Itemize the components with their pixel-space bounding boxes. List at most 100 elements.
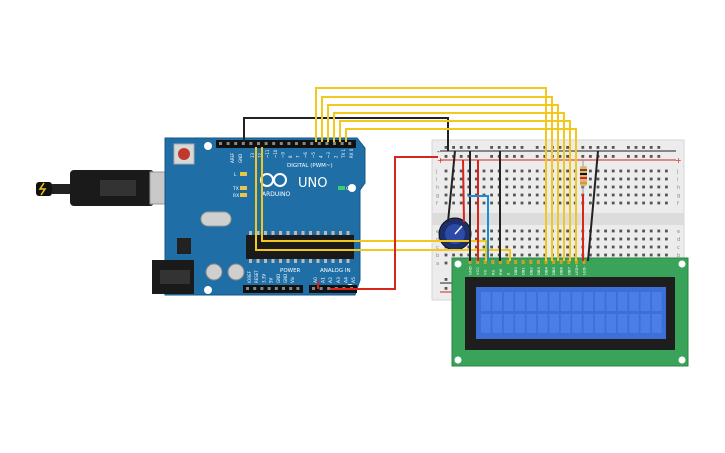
breadboard-hole[interactable] xyxy=(520,177,524,181)
breadboard-hole[interactable] xyxy=(619,237,623,241)
breadboard-hole[interactable] xyxy=(444,253,448,257)
rail-hole[interactable] xyxy=(505,155,509,158)
rail-hole[interactable] xyxy=(566,146,569,149)
breadboard-hole[interactable] xyxy=(619,201,623,205)
breadboard-hole[interactable] xyxy=(459,185,463,189)
header-pin[interactable] xyxy=(246,287,249,290)
breadboard-hole[interactable] xyxy=(535,253,539,257)
breadboard-hole[interactable] xyxy=(505,229,509,233)
potentiometer[interactable] xyxy=(438,217,472,251)
lcd-pin[interactable] xyxy=(498,260,502,264)
rail-hole[interactable] xyxy=(604,146,607,149)
arduino-uno-board[interactable]: ARDUINO UNO DIGITAL (PWM~) POWER ANALOG … xyxy=(152,137,366,296)
breadboard-hole[interactable] xyxy=(535,185,539,189)
rail-hole[interactable] xyxy=(497,146,501,149)
breadboard-hole[interactable] xyxy=(558,229,562,233)
breadboard-hole[interactable] xyxy=(528,193,531,197)
rail-hole[interactable] xyxy=(444,146,448,149)
breadboard-hole[interactable] xyxy=(604,229,607,233)
breadboard-hole[interactable] xyxy=(444,261,448,265)
wire-yellow-rs[interactable] xyxy=(261,147,487,261)
breadboard-hole[interactable] xyxy=(543,253,547,257)
breadboard-hole[interactable] xyxy=(596,229,600,233)
breadboard-hole[interactable] xyxy=(657,229,661,233)
breadboard-hole[interactable] xyxy=(566,201,569,205)
breadboard-hole[interactable] xyxy=(452,193,455,197)
breadboard-hole[interactable] xyxy=(490,201,493,205)
breadboard-hole[interactable] xyxy=(520,229,524,233)
rail-hole[interactable] xyxy=(459,146,463,149)
breadboard-hole[interactable] xyxy=(627,193,630,197)
rail-hole[interactable] xyxy=(513,155,516,158)
wire-red-pot[interactable] xyxy=(462,159,465,223)
breadboard-hole[interactable] xyxy=(528,185,531,189)
lcd-pin[interactable] xyxy=(529,260,533,264)
breadboard-hole[interactable] xyxy=(475,253,478,257)
rail-hole[interactable] xyxy=(589,146,592,149)
breadboard-hole[interactable] xyxy=(665,237,668,241)
breadboard-hole[interactable] xyxy=(467,177,471,181)
breadboard-hole[interactable] xyxy=(535,245,539,249)
breadboard-hole[interactable] xyxy=(589,245,592,249)
rail-hole[interactable] xyxy=(543,146,547,149)
breadboard-hole[interactable] xyxy=(513,229,516,233)
breadboard-hole[interactable] xyxy=(596,237,600,241)
breadboard-hole[interactable] xyxy=(452,253,455,257)
header-pin[interactable] xyxy=(295,142,298,145)
breadboard-hole[interactable] xyxy=(619,245,623,249)
breadboard-hole[interactable] xyxy=(558,177,562,181)
rail-hole[interactable] xyxy=(444,287,448,290)
rail-hole[interactable] xyxy=(627,155,630,158)
breadboard-hole[interactable] xyxy=(634,237,638,241)
breadboard-hole[interactable] xyxy=(520,169,524,173)
lcd-pin[interactable] xyxy=(544,260,548,264)
breadboard-hole[interactable] xyxy=(520,245,524,249)
breadboard-hole[interactable] xyxy=(452,201,455,205)
breadboard-hole[interactable] xyxy=(634,245,638,249)
breadboard-hole[interactable] xyxy=(475,177,478,181)
rail-hole[interactable] xyxy=(634,146,638,149)
header-pin[interactable] xyxy=(264,142,268,145)
rail-hole[interactable] xyxy=(535,146,539,149)
breadboard-hole[interactable] xyxy=(634,185,638,189)
header-pin[interactable] xyxy=(279,142,283,145)
breadboard-hole[interactable] xyxy=(642,237,645,241)
breadboard-hole[interactable] xyxy=(459,177,463,181)
breadboard-hole[interactable] xyxy=(543,237,547,241)
breadboard-hole[interactable] xyxy=(452,185,455,189)
header-pin[interactable] xyxy=(302,142,306,145)
wire-yellow-e[interactable] xyxy=(255,147,511,261)
breadboard-hole[interactable] xyxy=(634,177,638,181)
rail-hole[interactable] xyxy=(627,146,630,149)
breadboard-hole[interactable] xyxy=(619,177,623,181)
breadboard-hole[interactable] xyxy=(611,185,615,189)
digital-header[interactable] xyxy=(216,140,356,148)
breadboard-hole[interactable] xyxy=(543,193,547,197)
wire-black-led-minus[interactable] xyxy=(587,150,599,262)
rail-hole[interactable] xyxy=(459,155,463,158)
breadboard-hole[interactable] xyxy=(619,253,623,257)
breadboard-hole[interactable] xyxy=(665,169,668,173)
breadboard-hole[interactable] xyxy=(482,201,486,205)
lcd-pin[interactable] xyxy=(491,260,495,264)
rail-hole[interactable] xyxy=(657,155,661,158)
breadboard-hole[interactable] xyxy=(513,201,516,205)
rail-hole[interactable] xyxy=(543,155,547,158)
lcd-pin[interactable] xyxy=(559,260,563,264)
breadboard-hole[interactable] xyxy=(619,169,623,173)
breadboard-hole[interactable] xyxy=(482,253,486,257)
breadboard-hole[interactable] xyxy=(482,169,486,173)
breadboard-hole[interactable] xyxy=(604,193,607,197)
breadboard-hole[interactable] xyxy=(528,201,531,205)
breadboard-hole[interactable] xyxy=(611,169,615,173)
breadboard-hole[interactable] xyxy=(444,201,448,205)
breadboard-hole[interactable] xyxy=(657,253,661,257)
breadboard-hole[interactable] xyxy=(535,169,539,173)
header-pin[interactable] xyxy=(333,142,336,145)
breadboard-hole[interactable] xyxy=(535,201,539,205)
rail-hole[interactable] xyxy=(490,146,493,149)
breadboard-hole[interactable] xyxy=(558,193,562,197)
breadboard-hole[interactable] xyxy=(611,245,615,249)
header-pin[interactable] xyxy=(219,142,222,145)
breadboard-hole[interactable] xyxy=(657,201,661,205)
